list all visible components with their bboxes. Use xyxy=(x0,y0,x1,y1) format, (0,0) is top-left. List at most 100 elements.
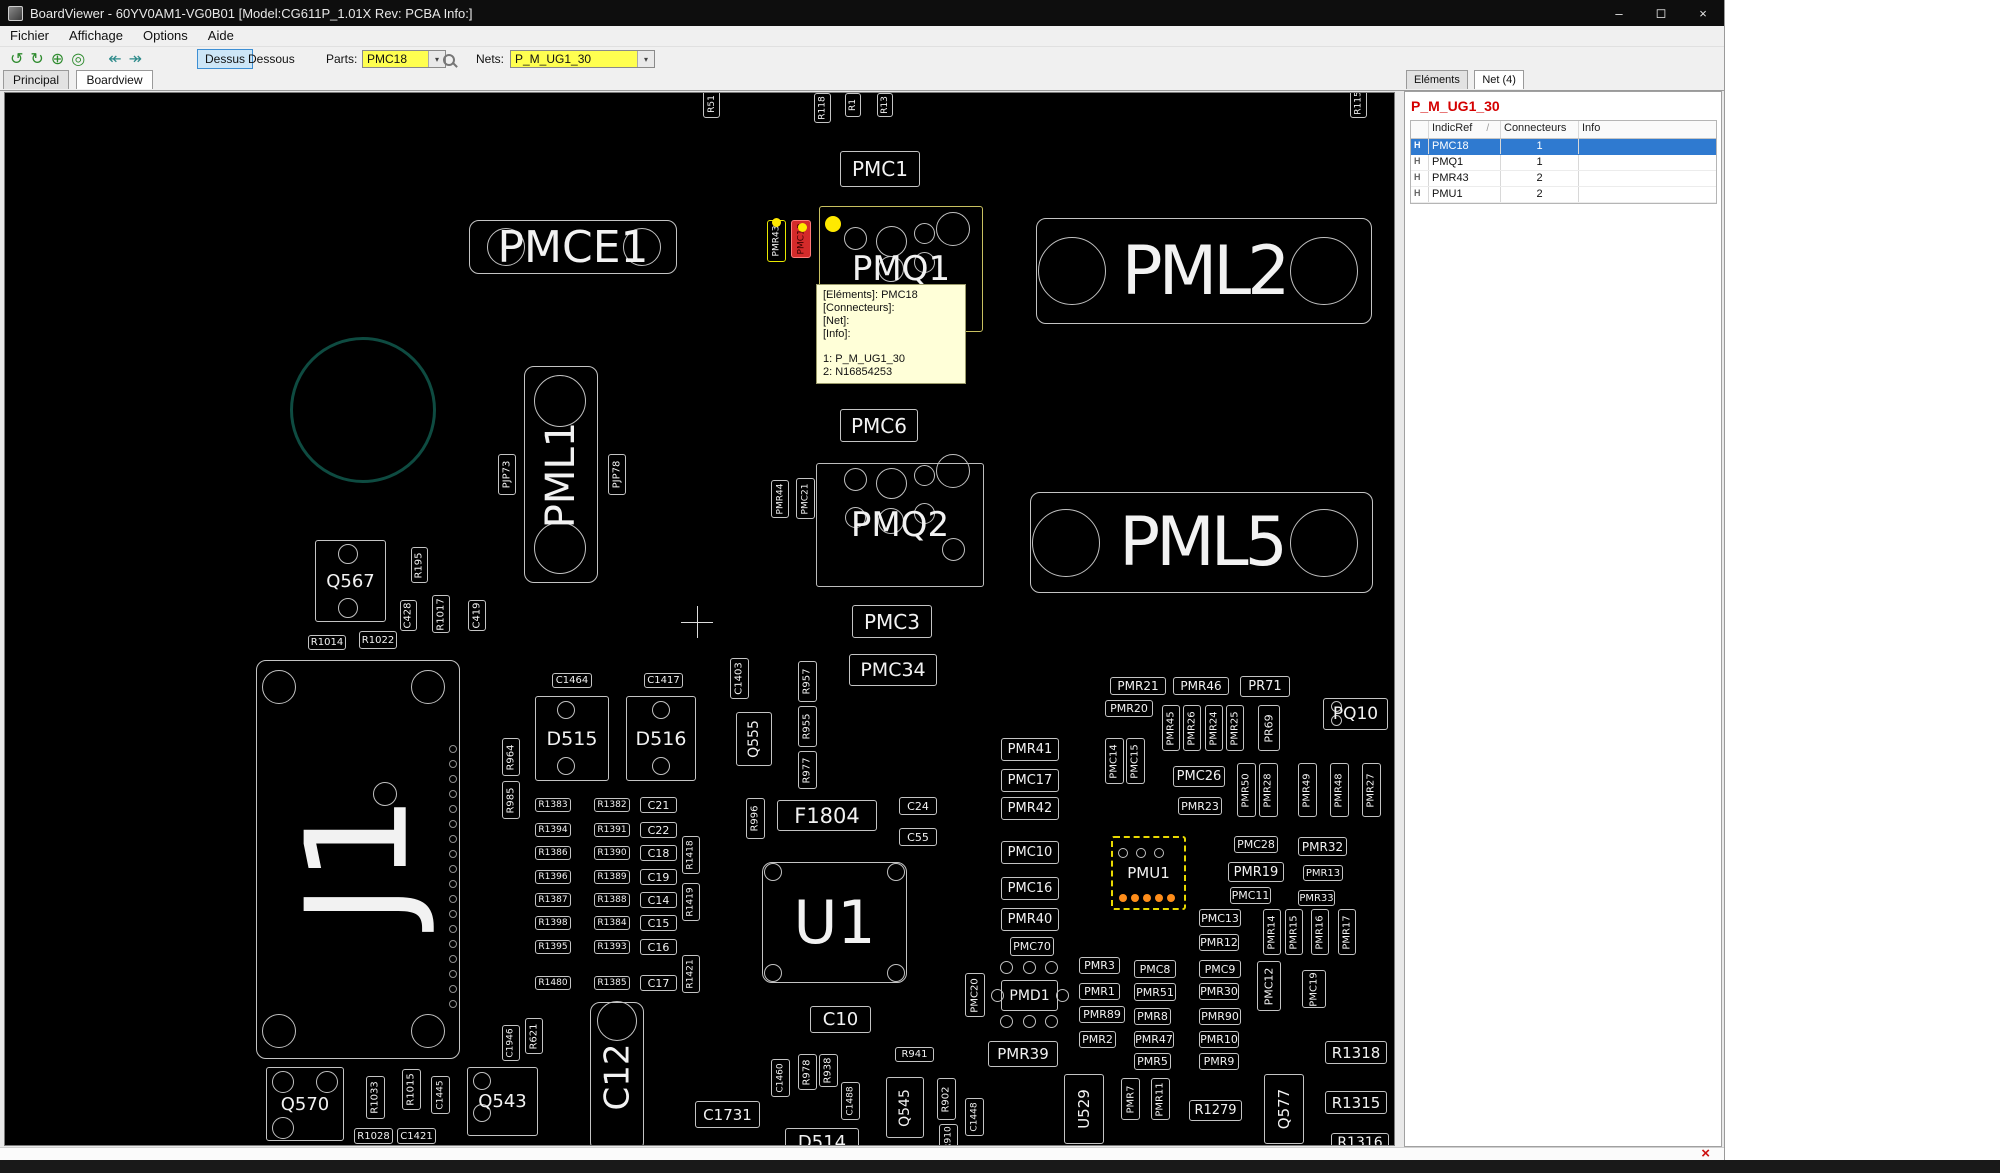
component-r978[interactable]: R978 xyxy=(798,1054,817,1090)
component-r1390[interactable]: R1390 xyxy=(594,846,630,860)
component-q567[interactable]: Q567 xyxy=(315,540,386,622)
component-f1804[interactable]: F1804 xyxy=(777,800,877,831)
component-pr69[interactable]: PR69 xyxy=(1258,705,1280,751)
component-pmc17[interactable]: PMC17 xyxy=(1001,769,1059,792)
component-pmr40[interactable]: PMR40 xyxy=(1001,908,1059,931)
component-r996[interactable]: R996 xyxy=(746,798,765,839)
component-r910[interactable]: R910 xyxy=(939,1124,958,1146)
component-r1[interactable]: R1 xyxy=(845,93,861,117)
component-r1383[interactable]: R1383 xyxy=(535,798,571,812)
component-r938[interactable]: R938 xyxy=(819,1054,838,1087)
column-connecteurs[interactable]: Connecteurs xyxy=(1501,121,1579,138)
component-r955[interactable]: R955 xyxy=(798,706,817,747)
component-c19[interactable]: C19 xyxy=(640,869,677,885)
component-r1391[interactable]: R1391 xyxy=(594,823,630,837)
component-r195[interactable]: R195 xyxy=(411,547,428,583)
component-q570[interactable]: Q570 xyxy=(266,1067,344,1141)
component-pmr8[interactable]: PMR8 xyxy=(1134,1008,1171,1025)
component-pmr42[interactable]: PMR42 xyxy=(1001,797,1059,820)
close-button[interactable]: × xyxy=(1682,0,1724,26)
fit-view-icon[interactable]: ⊕ xyxy=(51,47,64,71)
component-r941[interactable]: R941 xyxy=(895,1047,934,1062)
component-c12[interactable]: C12 xyxy=(590,1002,644,1146)
component-pml5[interactable]: PML5 xyxy=(1030,492,1373,593)
component-pmc70[interactable]: PMC70 xyxy=(1010,937,1054,956)
component-pmr50[interactable]: PMR50 xyxy=(1237,763,1256,817)
nets-dropdown-arrow[interactable]: ▾ xyxy=(637,51,654,67)
component-pmc14[interactable]: PMC14 xyxy=(1105,738,1124,784)
component-q545[interactable]: Q545 xyxy=(886,1077,924,1138)
menu-fichier[interactable]: Fichier xyxy=(0,26,59,46)
component-r977[interactable]: R977 xyxy=(798,751,817,789)
nets-combobox[interactable]: P_M_UG1_30 ▾ xyxy=(510,50,655,68)
component-c1488[interactable]: C1488 xyxy=(841,1082,860,1120)
component-pmc28[interactable]: PMC28 xyxy=(1234,836,1278,853)
component-pr71[interactable]: PR71 xyxy=(1240,676,1290,697)
component-pmr2[interactable]: PMR2 xyxy=(1079,1031,1116,1048)
dessous-button[interactable]: Dessous xyxy=(240,49,303,69)
component-pmc26[interactable]: PMC26 xyxy=(1173,766,1225,787)
component-c428[interactable]: C428 xyxy=(400,600,417,631)
component-pjp73[interactable]: PJP73 xyxy=(498,454,516,495)
component-r1480[interactable]: R1480 xyxy=(535,976,571,990)
component-pmc34[interactable]: PMC34 xyxy=(849,654,937,686)
component-pmr41[interactable]: PMR41 xyxy=(1001,738,1059,761)
component-r51[interactable]: R51 xyxy=(703,92,720,118)
component-r1421[interactable]: R1421 xyxy=(682,955,700,993)
component-pmc8[interactable]: PMC8 xyxy=(1134,960,1176,978)
component-pmr24[interactable]: PMR24 xyxy=(1205,705,1223,751)
component-pmr46[interactable]: PMR46 xyxy=(1173,677,1229,695)
column-info[interactable]: Info xyxy=(1579,121,1716,138)
component-r1028[interactable]: R1028 xyxy=(354,1128,393,1144)
table-row-pmu1[interactable]: HPMU12 xyxy=(1411,187,1716,203)
component-c419[interactable]: C419 xyxy=(468,600,486,631)
component-r115[interactable]: R115 xyxy=(1350,92,1367,118)
component-r1396[interactable]: R1396 xyxy=(535,870,571,884)
tab-boardview[interactable]: Boardview xyxy=(76,70,152,89)
component-pmr9[interactable]: PMR9 xyxy=(1199,1053,1239,1070)
component-pmr16[interactable]: PMR16 xyxy=(1311,909,1329,955)
component-pmr25[interactable]: PMR25 xyxy=(1226,705,1244,751)
component-r1419[interactable]: R1419 xyxy=(682,883,700,921)
component-pmr90[interactable]: PMR90 xyxy=(1199,1008,1241,1025)
component-r957[interactable]: R957 xyxy=(798,661,817,702)
component-pmr44[interactable]: PMR44 xyxy=(771,480,789,518)
component-pmr3[interactable]: PMR3 xyxy=(1079,957,1120,974)
component-r1033[interactable]: R1033 xyxy=(366,1076,385,1119)
component-r1389[interactable]: R1389 xyxy=(594,870,630,884)
component-pmr47[interactable]: PMR47 xyxy=(1134,1031,1174,1048)
component-pmc15[interactable]: PMC15 xyxy=(1126,738,1145,784)
component-pmr89[interactable]: PMR89 xyxy=(1079,1006,1125,1023)
component-r1382[interactable]: R1382 xyxy=(594,798,630,812)
tab-elements[interactable]: Eléments xyxy=(1406,70,1468,89)
component-r1385[interactable]: R1385 xyxy=(594,976,630,990)
component-r1017[interactable]: R1017 xyxy=(432,595,450,633)
menu-aide[interactable]: Aide xyxy=(198,26,244,46)
column-indicref[interactable]: IndicRef/ xyxy=(1429,121,1501,138)
component-pmr5[interactable]: PMR5 xyxy=(1134,1053,1171,1070)
component-pmr11[interactable]: PMR11 xyxy=(1151,1078,1170,1120)
component-pml2[interactable]: PML2 xyxy=(1036,218,1372,324)
component-pmq2[interactable]: PMQ2 xyxy=(816,463,984,587)
component-pmr1[interactable]: PMR1 xyxy=(1079,983,1120,1000)
component-pmr28[interactable]: PMR28 xyxy=(1259,763,1278,817)
component-pmc3[interactable]: PMC3 xyxy=(852,605,932,638)
prev-net-icon[interactable]: ↞ xyxy=(108,47,121,71)
component-r1318[interactable]: R1318 xyxy=(1325,1041,1387,1064)
component-pmc20[interactable]: PMC20 xyxy=(965,973,985,1017)
tab-net[interactable]: Net (4) xyxy=(1474,70,1524,89)
component-c1403[interactable]: C1403 xyxy=(730,658,749,699)
component-r1388[interactable]: R1388 xyxy=(594,893,630,907)
component-r1393[interactable]: R1393 xyxy=(594,940,630,954)
component-pmr27[interactable]: PMR27 xyxy=(1362,763,1381,817)
component-d515[interactable]: D515 xyxy=(535,696,609,781)
component-c16[interactable]: C16 xyxy=(640,939,677,955)
menu-options[interactable]: Options xyxy=(133,26,198,46)
component-q577[interactable]: Q577 xyxy=(1264,1074,1304,1144)
component-r1394[interactable]: R1394 xyxy=(535,823,571,837)
component-pmr23[interactable]: PMR23 xyxy=(1178,797,1222,815)
component-c1421[interactable]: C1421 xyxy=(397,1128,436,1144)
component-r902[interactable]: R902 xyxy=(937,1078,956,1120)
table-row-pmc18[interactable]: HPMC181 xyxy=(1411,139,1716,155)
component-c1464[interactable]: C1464 xyxy=(552,673,592,688)
